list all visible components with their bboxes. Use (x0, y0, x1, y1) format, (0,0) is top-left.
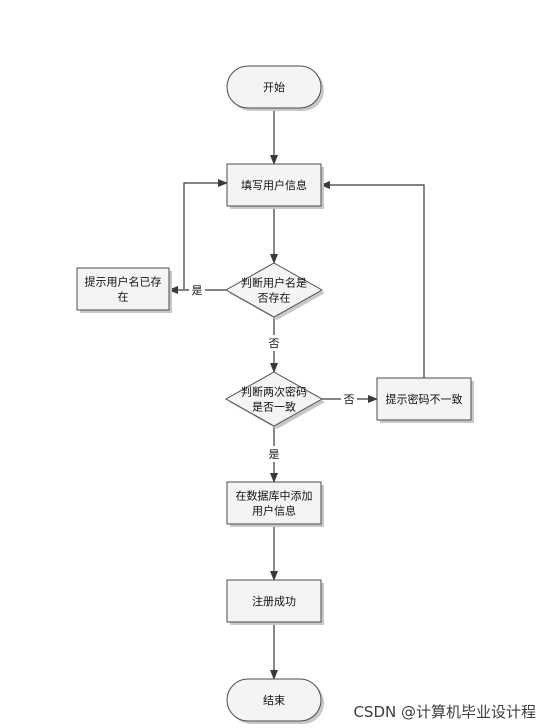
process-shape (376, 377, 472, 421)
csdn-watermark: CSDN @计算机毕业设计程 (353, 703, 536, 721)
decision-shape (224, 262, 324, 318)
node-label-line: 在 (118, 291, 129, 304)
node-start: 开始 (226, 65, 324, 111)
edge-label-check-password-to-msg-password-mismatch: 否 (344, 393, 355, 406)
node-label-line: 填写用户信息 (241, 178, 307, 192)
edge-label-check-password-to-add-user: 是 (269, 448, 280, 461)
edge-msg-password-mismatch-to-fill-info (320, 181, 425, 378)
node-register-ok: 注册成功 (226, 579, 324, 625)
node-end: 结束 (226, 678, 324, 724)
node-label-line: 在数据库中添加 (236, 489, 313, 503)
node-label-line: 提示用户名已存 (85, 275, 162, 289)
node-label-line: 否存在 (258, 291, 291, 305)
edge-label-background (266, 335, 282, 351)
process-shape (226, 163, 322, 207)
node-label-line: 用户信息 (252, 504, 296, 518)
node-fill-info: 填写用户信息 (226, 163, 324, 209)
node-label-line: 开始 (263, 80, 285, 94)
decision-shape (224, 371, 324, 427)
node-label-line: 结束 (263, 694, 285, 707)
node-label-line: 提示密码不一致 (386, 392, 463, 406)
edge-label-background (266, 446, 282, 462)
node-label-line: 判断用户名是 (241, 276, 307, 290)
process-shape (226, 481, 322, 525)
terminal-shape (226, 65, 322, 109)
edge-label-background (341, 391, 357, 407)
edge-msg-user-exists-to-fill-info (183, 179, 228, 289)
node-msg-password-mismatch: 提示密码不一致 (376, 377, 474, 423)
edge-label-check-username-to-msg-user-exists: 是 (192, 284, 203, 297)
edge-label-check-username-to-check-password: 否 (269, 337, 280, 350)
node-label-line: 是否一致 (252, 400, 296, 414)
node-label-line: 判断两次密码 (241, 385, 307, 399)
process-shape (226, 579, 322, 623)
process-shape (76, 267, 170, 311)
node-label-line: 注册成功 (252, 594, 296, 608)
terminal-shape (226, 678, 322, 722)
edge-label-background (189, 282, 205, 298)
